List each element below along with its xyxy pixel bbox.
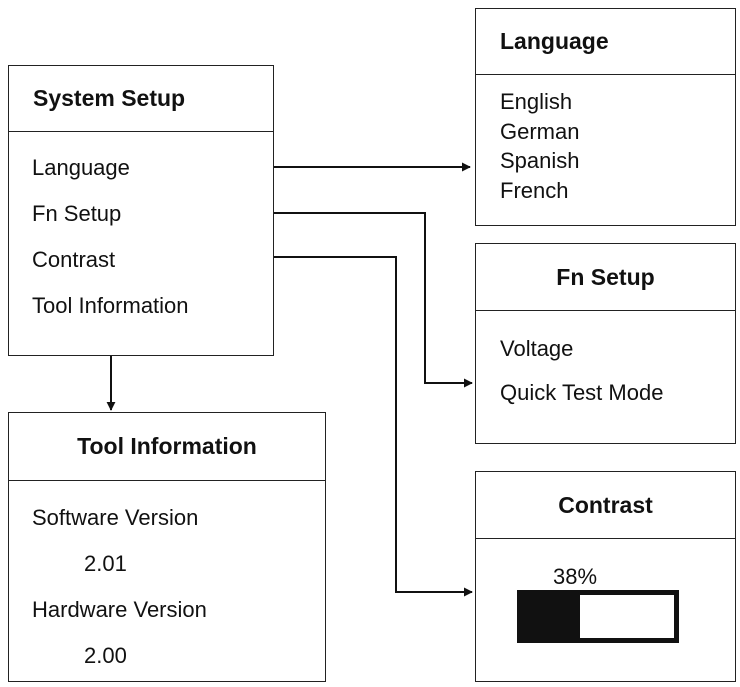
fn-setup-box: Fn Setup Voltage Quick Test Mode	[475, 243, 736, 444]
software-version-label: Software Version	[32, 505, 199, 530]
software-version-value: 2.01	[84, 551, 127, 576]
tool-information-title: Tool Information	[9, 413, 325, 481]
system-setup-box: System Setup Language Fn Setup Contrast …	[8, 65, 274, 356]
contrast-bar[interactable]	[517, 590, 679, 643]
arrow-fn-setup	[172, 212, 473, 388]
language-option-english[interactable]: English	[500, 89, 573, 114]
system-setup-item-fn-setup[interactable]: Fn Setup	[32, 201, 122, 226]
system-setup-item-contrast[interactable]: Contrast	[32, 247, 116, 272]
fn-setup-option-voltage[interactable]: Voltage	[500, 336, 574, 361]
language-title: Language	[476, 9, 735, 75]
hardware-version-label: Hardware Version	[32, 597, 207, 622]
fn-setup-option-quick-test-mode[interactable]: Quick Test Mode	[500, 380, 664, 405]
system-setup-item-language[interactable]: Language	[32, 155, 130, 180]
contrast-value: 38%	[553, 564, 598, 589]
arrow-contrast	[172, 256, 473, 597]
language-option-spanish[interactable]: Spanish	[500, 148, 580, 173]
language-box: Language English German Spanish French	[475, 8, 736, 226]
hardware-version-value: 2.00	[84, 643, 127, 668]
language-option-german[interactable]: German	[500, 119, 580, 144]
tool-information-box: Tool Information Software Version 2.01 H…	[8, 412, 326, 682]
language-option-french[interactable]: French	[500, 178, 569, 203]
system-setup-title: System Setup	[9, 66, 273, 132]
contrast-box: Contrast 38%	[475, 471, 736, 682]
fn-setup-title: Fn Setup	[476, 244, 735, 311]
system-setup-item-tool-information[interactable]: Tool Information	[32, 293, 189, 318]
contrast-title: Contrast	[476, 472, 735, 539]
contrast-bar-fill	[522, 595, 580, 638]
